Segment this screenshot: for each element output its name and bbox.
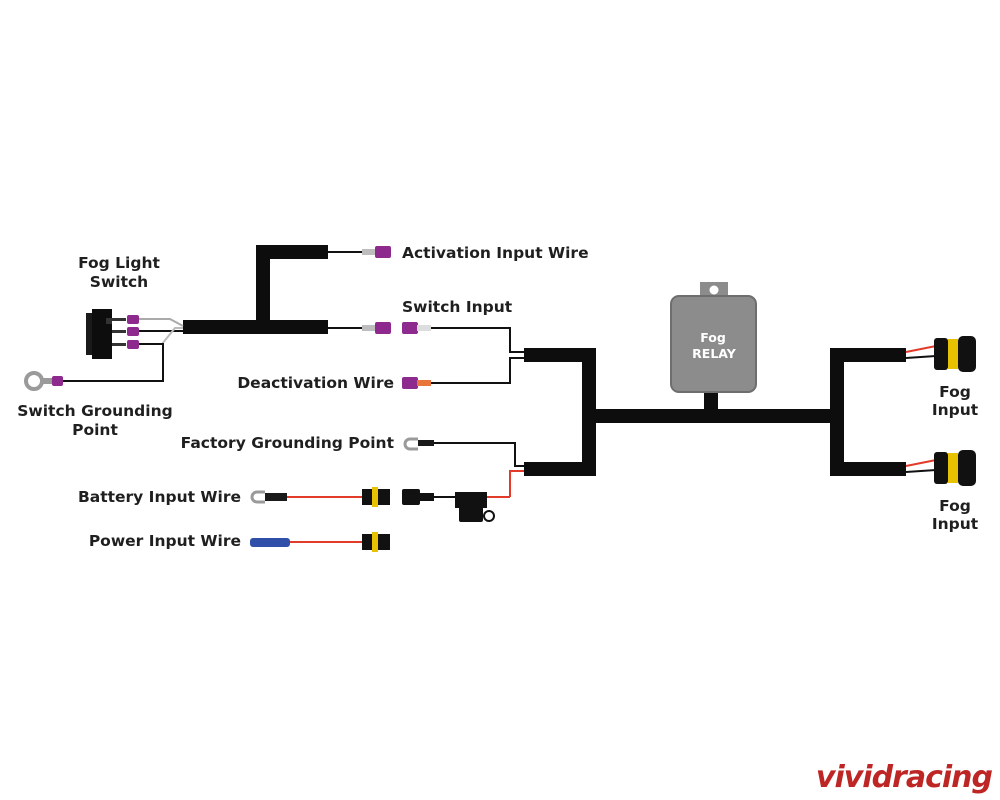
inline-fuse-holder-icon (455, 492, 510, 522)
fog-light-switch-label-1: Fog Light (78, 254, 160, 272)
relay-label-1: Fog (700, 330, 726, 345)
fog-relay: Fog RELAY (670, 282, 757, 393)
switch-wires (62, 318, 184, 382)
power-input-wire-label: Power Input Wire (89, 532, 241, 550)
activation-input-wire-label: Activation Input Wire (402, 244, 589, 262)
fog-input-top-label-2: Input (932, 401, 979, 419)
fog-input-bottom-label-2: Input (932, 515, 979, 533)
fog-input-plug-bottom (905, 450, 976, 486)
fog-input-plug-top (905, 336, 976, 372)
fork-terminal-icon (250, 490, 265, 504)
fog-light-switch-label-2: Switch (90, 273, 148, 291)
relay-label-2: RELAY (692, 346, 737, 361)
rocker-switch-icon (86, 309, 139, 359)
switch-grounding-label-2: Point (72, 421, 118, 439)
deactivation-wire-label: Deactivation Wire (237, 374, 394, 392)
fog-input-bottom-label-1: Fog (939, 497, 971, 515)
switch-input-wire (328, 322, 524, 353)
fog-light-plug-icon (934, 450, 976, 486)
battery-input-wire (250, 470, 524, 522)
fork-terminal-icon (403, 437, 418, 451)
power-input-wire (250, 532, 390, 552)
relay-mount-hole (709, 285, 719, 295)
fog-input-top-label-1: Fog (939, 383, 971, 401)
battery-input-wire-label: Battery Input Wire (78, 488, 241, 506)
activation-wire (328, 246, 391, 258)
fog-light-plug-icon (934, 336, 976, 372)
switch-grounding-label-1: Switch Grounding (17, 402, 172, 420)
harness (183, 245, 906, 476)
watermark-logo: vividracing (816, 760, 993, 795)
factory-grounding-point-label: Factory Grounding Point (181, 434, 395, 452)
switch-input-label: Switch Input (402, 298, 513, 316)
deactivation-wire (402, 357, 524, 389)
factory-ground-wire (403, 437, 524, 467)
ring-terminal-icon (24, 371, 63, 391)
